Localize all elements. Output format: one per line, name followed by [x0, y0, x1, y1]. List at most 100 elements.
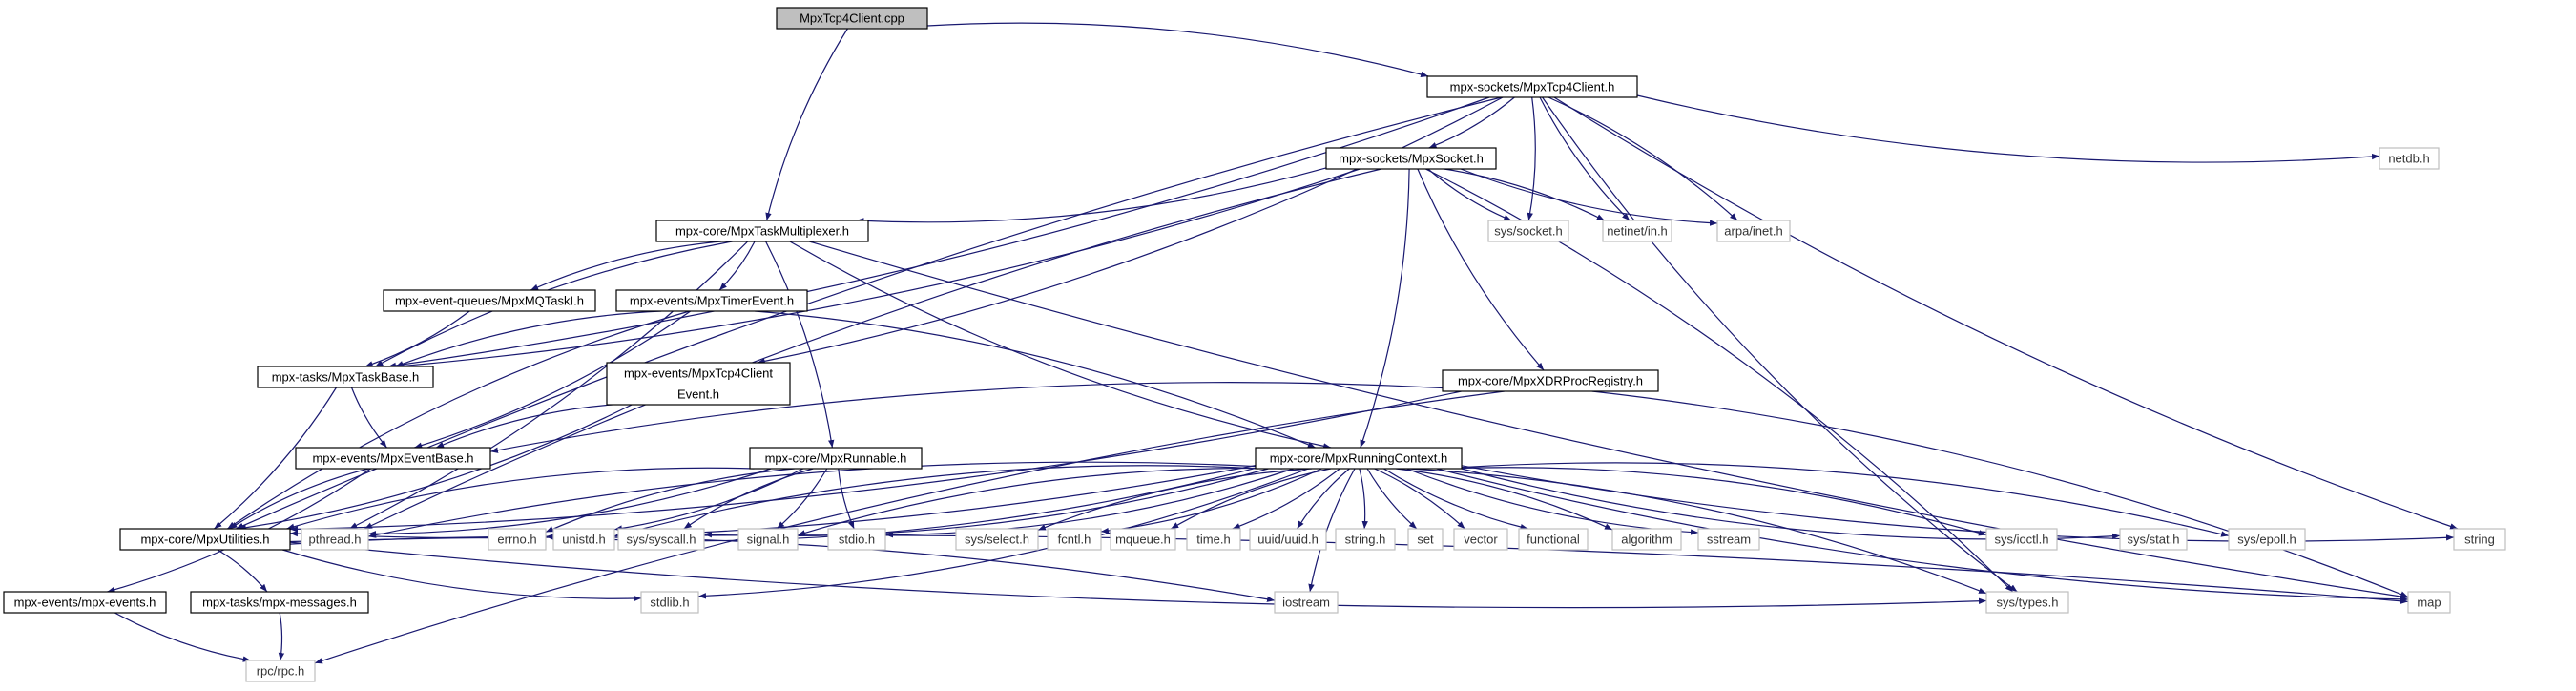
edge-runctx_h-to-systypes [1407, 468, 1987, 595]
node-messages_h[interactable]: mpx-tasks/mpx-messages.h [190, 591, 369, 614]
node-label-fcntl: fcntl.h [1058, 533, 1091, 547]
node-taskmux_h[interactable]: mpx-core/MpxTaskMultiplexer.h [655, 220, 869, 242]
edge-runctx_h-to-time [1232, 468, 1340, 530]
edge-runnable_h-to-unistd [613, 468, 804, 532]
node-box-tcp4client_h [1426, 75, 1638, 98]
node-runnable_h[interactable]: mpx-core/MpxRunnable.h [749, 447, 923, 470]
node-arpa: arpa/inet.h [1716, 220, 1791, 242]
edge-runctx_h-to-sstream [1405, 468, 1699, 535]
node-box-taskmux_h [655, 220, 869, 242]
node-label-time: time.h [1196, 533, 1230, 547]
node-syssocket: sys/socket.h [1487, 220, 1569, 242]
node-mqtask_h[interactable]: mpx-event-queues/MpxMQTaskI.h [383, 289, 596, 312]
edge-utilities_h-to-stdlib [282, 549, 642, 602]
node-label-root: MpxTcp4Client.cpp [800, 11, 904, 26]
node-label-epoll: sys/epoll.h [2237, 533, 2296, 547]
edge-tcp4event_h-to-eventbase_h [435, 404, 613, 449]
edge-runctx_h-to-functional [1383, 468, 1528, 531]
edge-runctx_h-to-pthread [367, 461, 1257, 538]
node-tcp4client_h[interactable]: mpx-sockets/MpxTcp4Client.h [1426, 75, 1638, 98]
edge-runctx_h-to-map [1436, 468, 2409, 603]
edge-tcp4client_h-to-netdb [1636, 94, 2380, 163]
node-box-netdb [2379, 147, 2440, 170]
node-box-arpa [1716, 220, 1791, 242]
node-label-ioctl: sys/ioctl.h [1994, 533, 2048, 547]
node-label-set: set [1417, 533, 1434, 547]
edge-socket_h-to-syssocket [1427, 168, 1512, 221]
edge-socket_h-to-systypes [1425, 168, 2014, 593]
edge-runctx_h-to-set [1366, 468, 1418, 530]
node-label-stringh: string.h [1345, 533, 1386, 547]
edge-runnable_h-to-pthread [367, 468, 772, 537]
node-systypes: sys/types.h [1985, 591, 2069, 614]
node-box-mqtask_h [383, 289, 596, 312]
node-label-unistd: unistd.h [562, 533, 606, 547]
node-syscall: sys/syscall.h [617, 528, 705, 551]
node-utilities_h[interactable]: mpx-core/MpxUtilities.h [119, 528, 291, 551]
node-label-functional: functional [1527, 533, 1580, 547]
node-label-runnable_h: mpx-core/MpxRunnable.h [765, 451, 907, 466]
edge-runctx_h-to-fcntl [1100, 468, 1322, 534]
node-root[interactable]: MpxTcp4Client.cpp [776, 7, 928, 30]
node-timerevent_h[interactable]: mpx-events/MpxTimerEvent.h [615, 289, 808, 312]
node-box-xdr_h [1442, 369, 1659, 392]
node-label-taskbase_h: mpx-tasks/MpxTaskBase.h [272, 370, 420, 385]
node-label-netinet: netinet/in.h [1607, 224, 1668, 239]
edge-timerevent_h-to-utilities_h [227, 310, 690, 530]
node-stringh: string.h [1335, 528, 1396, 551]
node-label-syssocket: sys/socket.h [1494, 224, 1563, 239]
edge-tcp4client_h-to-systypes [1542, 96, 2018, 593]
node-box-sstream [1697, 528, 1760, 551]
edge-taskbase_h-to-eventbase_h [350, 387, 387, 449]
node-box-root [776, 7, 928, 30]
node-box-uuid [1249, 528, 1327, 551]
node-events_h[interactable]: mpx-events/mpx-events.h [3, 591, 167, 614]
node-label-systypes: sys/types.h [1996, 596, 2058, 610]
edge-runctx_h-to-vector [1374, 468, 1465, 530]
node-label-string: string [2464, 533, 2495, 547]
node-netdb: netdb.h [2379, 147, 2440, 170]
node-label-xdr_h: mpx-core/MpxXDRProcRegistry.h [1458, 374, 1643, 388]
edge-mqtask_h-to-taskbase_h [364, 310, 470, 367]
node-stdlib: stdlib.h [640, 591, 699, 614]
edge-runctx_h-to-ioctl [1444, 467, 1987, 536]
edge-xdr_h-to-map [1591, 390, 2409, 598]
node-eventbase_h[interactable]: mpx-events/MpxEventBase.h [295, 447, 491, 470]
node-box-signal [737, 528, 799, 551]
edge-eventbase_h-to-utilities_h [229, 468, 369, 530]
edge-taskmux_h-to-runctx_h [789, 241, 1332, 450]
node-xdr_h[interactable]: mpx-core/MpxXDRProcRegistry.h [1442, 369, 1659, 392]
node-label-tcp4event_h: Event.h [677, 387, 719, 402]
node-label-timerevent_h: mpx-events/MpxTimerEvent.h [630, 294, 794, 308]
node-taskbase_h[interactable]: mpx-tasks/MpxTaskBase.h [257, 366, 434, 388]
node-box-stringh [1335, 528, 1396, 551]
node-box-utilities_h [119, 528, 291, 551]
edge-taskmux_h-to-map [809, 241, 2409, 600]
node-stdio: stdio.h [827, 528, 886, 551]
edge-runctx_h-to-signal [797, 468, 1282, 536]
node-label-runctx_h: mpx-core/MpxRunningContext.h [1270, 451, 1447, 466]
node-label-syscall: sys/syscall.h [627, 533, 696, 547]
node-fcntl: fcntl.h [1047, 528, 1102, 551]
node-label-mqueue: mqueue.h [1115, 533, 1171, 547]
edge-runctx_h-to-select [1037, 468, 1313, 531]
node-errno: errno.h [488, 528, 547, 551]
node-label-pthread: pthread.h [309, 533, 362, 547]
node-box-errno [488, 528, 547, 551]
edge-taskbase_h-to-utilities_h [214, 387, 338, 530]
node-stat: sys/stat.h [2119, 528, 2188, 551]
edge-tcp4client_h-to-tcp4event_h [757, 96, 1504, 365]
node-runctx_h[interactable]: mpx-core/MpxRunningContext.h [1255, 447, 1463, 470]
node-functional: functional [1518, 528, 1589, 551]
edge-tcp4event_h-to-utilities_h [238, 404, 633, 531]
edge-xdr_h-to-rpc [314, 390, 1505, 664]
node-label-events_h: mpx-events/mpx-events.h [14, 596, 156, 610]
edge-tcp4client_h-to-netinet [1539, 96, 1631, 221]
node-label-rpc: rpc/rpc.h [257, 664, 305, 679]
node-socket_h[interactable]: mpx-sockets/MpxSocket.h [1325, 147, 1497, 170]
node-signal: signal.h [737, 528, 799, 551]
edge-tcp4client_h-to-syssocket [1527, 96, 1536, 221]
node-ioctl: sys/ioctl.h [1985, 528, 2058, 551]
node-netinet: netinet/in.h [1602, 220, 1672, 242]
